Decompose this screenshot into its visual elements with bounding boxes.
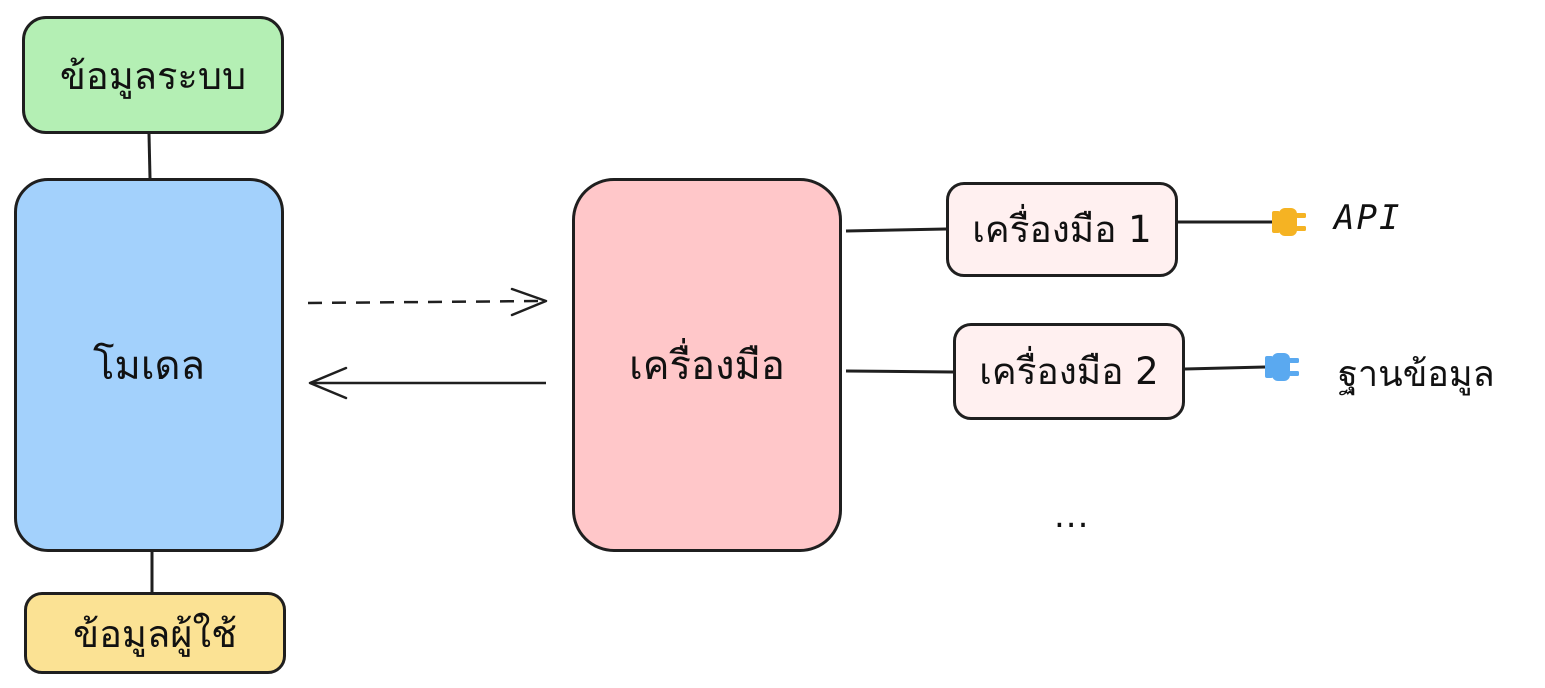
tools-node: เครื่องมือ (572, 178, 842, 552)
tool-2-node: เครื่องมือ 2 (953, 323, 1185, 420)
model-label: โมเดล (92, 343, 205, 389)
tools-label: เครื่องมือ (629, 343, 785, 389)
link-system-model (147, 133, 152, 179)
plug-icon (1265, 353, 1299, 381)
arrow-call-dashed (307, 299, 545, 305)
system-info-label: ข้อมูลระบบ (59, 53, 247, 98)
tool-1-node: เครื่องมือ 1 (946, 182, 1178, 277)
link-tools-tool1 (845, 227, 947, 233)
system-info-node: ข้อมูลระบบ (22, 16, 284, 134)
more-tools-ellipsis: ... (1054, 496, 1090, 536)
user-info-node: ข้อมูลผู้ใช้ (24, 592, 286, 674)
arrow-return-head (308, 366, 348, 400)
tool-2-label: เครื่องมือ 2 (979, 350, 1159, 393)
tool-1-label: เครื่องมือ 1 (972, 208, 1152, 251)
database-label: ฐานข้อมูล (1338, 354, 1495, 395)
user-info-label: ข้อมูลผู้ใช้ (73, 611, 237, 656)
link-tools-tool2 (845, 369, 954, 374)
model-node: โมเดล (14, 178, 284, 552)
link-tool2-database (1184, 365, 1266, 371)
arrow-call-head (510, 287, 548, 317)
api-label: API (1334, 198, 1402, 238)
plug-icon (1272, 208, 1306, 236)
